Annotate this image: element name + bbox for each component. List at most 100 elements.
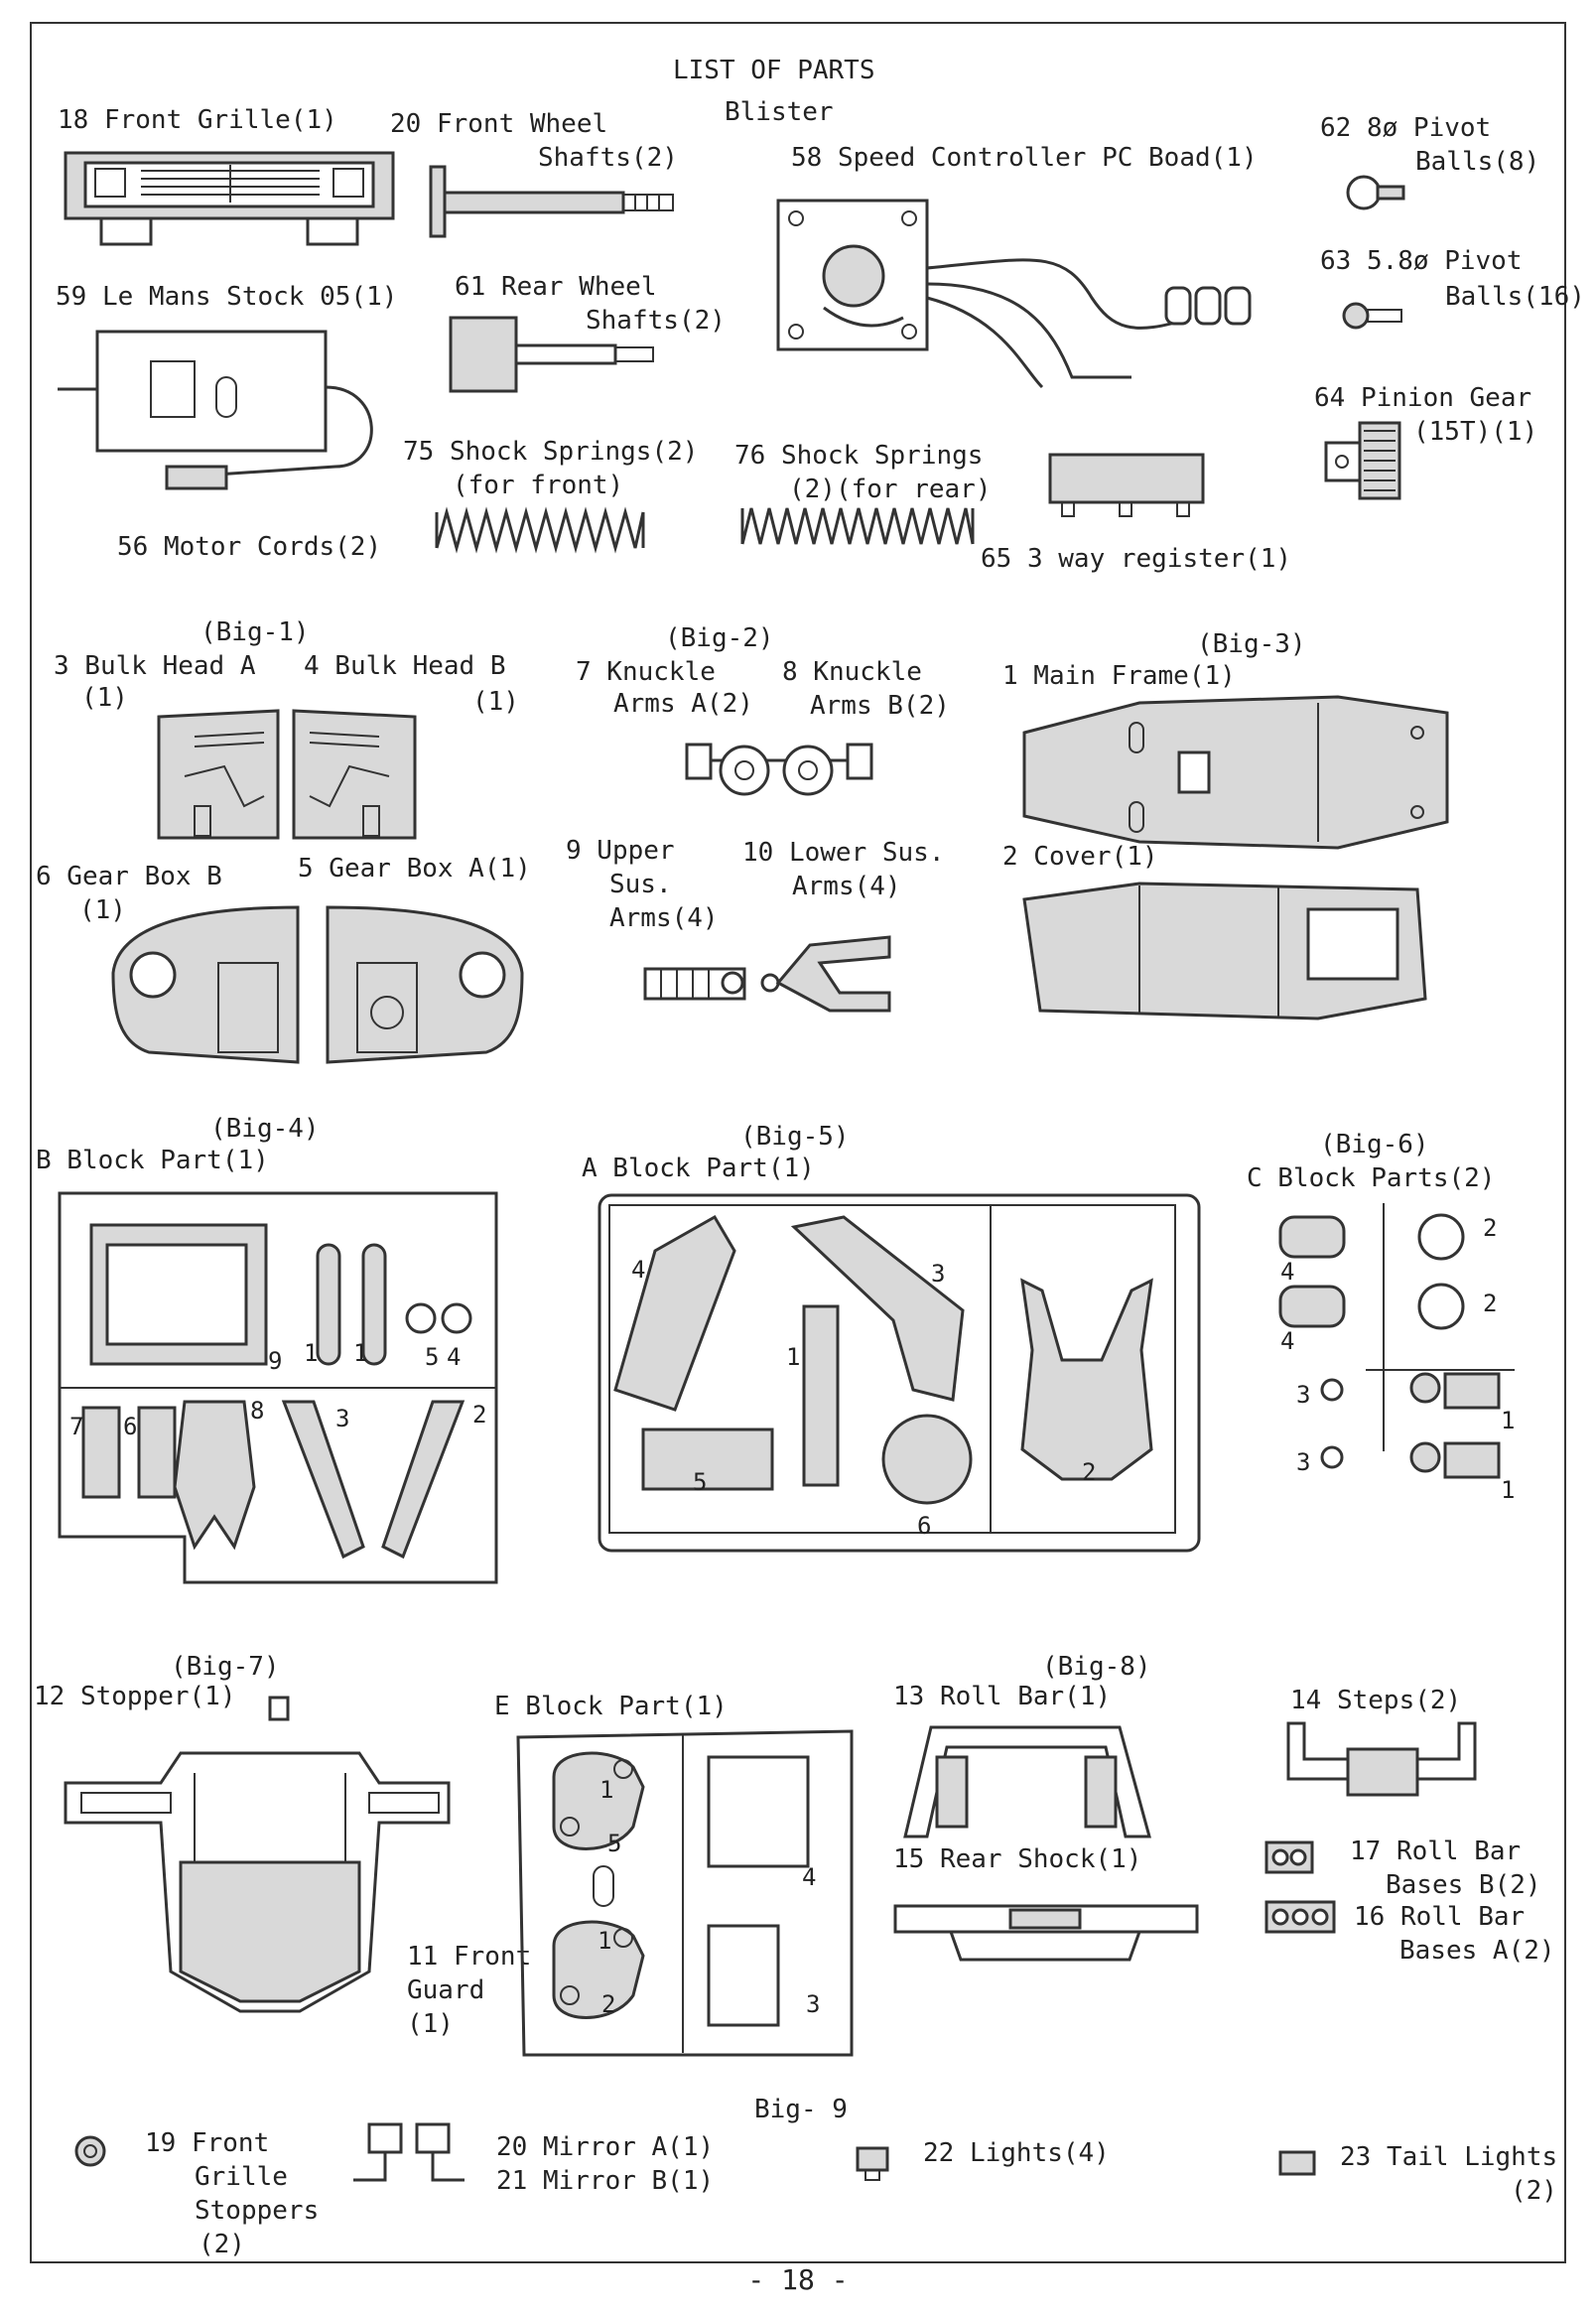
block-a-sprue-drawing — [598, 1193, 1201, 1553]
label-pivot-balls-58-1: 63 5.8ø Pivot — [1320, 246, 1523, 276]
label-speed-controller: 58 Speed Controller PC Boad(1) — [791, 143, 1258, 173]
sprue-b-label-5: 5 — [425, 1343, 440, 1371]
label-pinion-gear-2: (15T)(1) — [1413, 417, 1538, 447]
label-shock-springs-front-2: (for front) — [453, 471, 624, 500]
label-stopper: 12 Stopper(1) — [34, 1682, 236, 1711]
label-gear-box-a: 5 Gear Box A(1) — [298, 854, 531, 884]
label-gear-box-b-1: 6 Gear Box B — [36, 862, 222, 891]
speed-controller-drawing — [776, 199, 1252, 389]
sprue-e-label-1b: 1 — [598, 1927, 612, 1955]
sprue-a-label-5: 5 — [693, 1468, 708, 1496]
sprue-e-label-5: 5 — [607, 1830, 622, 1857]
label-roll-bar-bases-b-2: Bases B(2) — [1386, 1870, 1541, 1900]
three-way-register-drawing — [1048, 453, 1205, 517]
sprue-b-label-6: 6 — [123, 1413, 138, 1440]
label-three-way-register: 65 3 way register(1) — [981, 544, 1292, 574]
label-block-parts-c: C Block Parts(2) — [1247, 1163, 1496, 1193]
label-big-7: (Big-7) — [171, 1652, 280, 1682]
sprue-c-label-4b: 4 — [1280, 1327, 1295, 1355]
pivot-ball-8-drawing — [1346, 175, 1405, 210]
label-upper-sus-arms-1: 9 Upper — [566, 836, 675, 866]
label-block-part-b: B Block Part(1) — [36, 1146, 269, 1175]
rear-wheel-shaft-drawing — [449, 316, 654, 393]
label-roll-bar-bases-a-2: Bases A(2) — [1399, 1936, 1555, 1966]
cover-drawing — [1022, 882, 1427, 1021]
label-shock-springs-rear-1: 76 Shock Springs — [734, 441, 984, 471]
page-border — [30, 22, 1566, 2263]
motor-drawing — [58, 330, 373, 490]
shock-spring-rear-drawing — [740, 507, 975, 545]
label-big-4: (Big-4) — [210, 1114, 320, 1144]
sprue-e-label-1a: 1 — [599, 1776, 614, 1804]
label-tail-lights-1: 23 Tail Lights — [1340, 2142, 1558, 2172]
label-lower-sus-arms-1: 10 Lower Sus. — [742, 838, 945, 868]
roll-bar-drawing — [903, 1725, 1151, 1838]
label-motor-cords: 56 Motor Cords(2) — [117, 532, 382, 562]
gear-box-drawing — [111, 905, 524, 1064]
sprue-e-label-3: 3 — [806, 1990, 821, 2018]
label-lights: 22 Lights(4) — [923, 2138, 1110, 2168]
block-c-sprue-drawing — [1278, 1203, 1515, 1479]
roll-bar-base-a-drawing — [1264, 1900, 1336, 1934]
label-knuckle-a-2: Arms A(2) — [613, 689, 753, 719]
label-front-guard-3: (1) — [407, 2009, 454, 2039]
sprue-a-label-1: 1 — [786, 1343, 801, 1371]
label-mirror-b: 21 Mirror B(1) — [496, 2166, 715, 2196]
sprue-c-label-1b: 1 — [1501, 1476, 1516, 1504]
block-b-sprue-drawing — [58, 1191, 498, 1584]
label-pivot-balls-8-1: 62 8ø Pivot — [1320, 113, 1492, 143]
label-knuckle-a-1: 7 Knuckle — [576, 657, 716, 687]
shock-spring-front-drawing — [435, 506, 645, 554]
sprue-c-label-2a: 2 — [1483, 1214, 1498, 1242]
label-front-guard-1: 11 Front — [407, 1942, 532, 1972]
label-pivot-balls-58-2: Balls(16) — [1445, 282, 1585, 312]
grille-stopper-drawing — [74, 2135, 106, 2167]
label-front-guard-2: Guard — [407, 1975, 485, 2005]
label-big-1: (Big-1) — [200, 617, 310, 647]
sprue-b-label-7: 7 — [69, 1413, 84, 1440]
label-block-part-e: E Block Part(1) — [494, 1692, 728, 1721]
label-gear-box-b-2: (1) — [79, 895, 126, 925]
label-roll-bar: 13 Roll Bar(1) — [893, 1682, 1112, 1711]
label-shock-springs-front-1: 75 Shock Springs(2) — [403, 437, 699, 467]
stopper-front-guard-drawing — [64, 1696, 451, 2013]
label-roll-bar-bases-a-1: 16 Roll Bar — [1354, 1902, 1526, 1932]
sprue-b-label-4: 4 — [447, 1343, 462, 1371]
pivot-ball-58-drawing — [1342, 302, 1402, 330]
label-big-5: (Big-5) — [740, 1122, 850, 1152]
label-front-wheel-shafts-2: Shafts(2) — [538, 143, 678, 173]
label-knuckle-b-1: 8 Knuckle — [782, 657, 922, 687]
sprue-c-label-3a: 3 — [1296, 1381, 1311, 1409]
label-bulk-head-b-1: 4 Bulk Head B — [304, 651, 506, 681]
label-grille-stoppers-2: Grille — [195, 2162, 288, 2192]
label-big-9: Big- 9 — [754, 2095, 848, 2124]
label-block-part-a: A Block Part(1) — [582, 1154, 815, 1183]
sprue-e-label-2: 2 — [601, 1990, 616, 2018]
label-mirror-a: 20 Mirror A(1) — [496, 2132, 715, 2162]
roll-bar-base-b-drawing — [1264, 1840, 1314, 1874]
sprue-b-label-9: 9 — [268, 1347, 283, 1375]
tail-lights-drawing — [1278, 2150, 1316, 2176]
sprue-b-label-2: 2 — [472, 1401, 487, 1429]
page-title: LIST OF PARTS — [673, 56, 875, 85]
sprue-c-label-1a: 1 — [1501, 1407, 1516, 1434]
lights-drawing — [856, 2146, 889, 2181]
sprue-c-label-2b: 2 — [1483, 1290, 1498, 1317]
steps-drawing — [1286, 1721, 1477, 1797]
label-knuckle-b-2: Arms B(2) — [810, 691, 950, 721]
sprue-b-label-3: 3 — [335, 1405, 350, 1432]
label-shock-springs-rear-2: (2)(for rear) — [789, 475, 992, 504]
sprue-b-label-1b: 1 — [353, 1339, 368, 1367]
label-big-3: (Big-3) — [1197, 629, 1306, 659]
label-bulk-head-b-2: (1) — [472, 687, 519, 717]
rear-shock-drawing — [893, 1904, 1199, 1962]
label-roll-bar-bases-b-1: 17 Roll Bar — [1350, 1837, 1522, 1866]
label-grille-stoppers-1: 19 Front — [145, 2128, 270, 2158]
page-subtitle: Blister — [725, 97, 834, 127]
label-grille-stoppers-4: (2) — [199, 2230, 245, 2259]
label-big-6: (Big-6) — [1320, 1130, 1429, 1159]
sprue-b-label-1a: 1 — [304, 1339, 319, 1367]
label-rear-wheel-shafts-2: Shafts(2) — [586, 306, 726, 336]
label-tail-lights-2: (2) — [1511, 2176, 1557, 2206]
label-big-2: (Big-2) — [665, 623, 774, 653]
